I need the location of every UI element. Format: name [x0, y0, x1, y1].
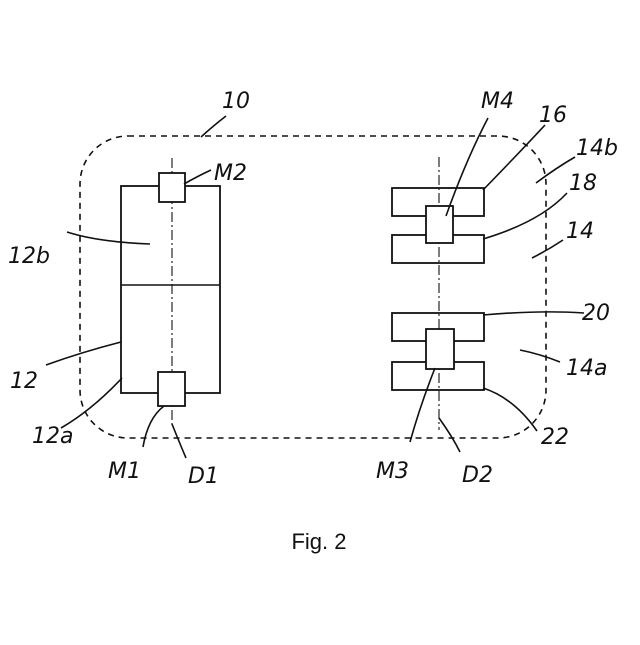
label-14: 14 — [566, 219, 594, 244]
figure-caption: Fig. 2 — [291, 529, 346, 554]
label-m4: M4 — [481, 89, 514, 114]
label-m1: M1 — [108, 459, 141, 484]
leader-16 — [483, 125, 545, 190]
label-20: 20 — [582, 301, 610, 326]
leader-d2 — [439, 418, 460, 452]
leader-d1 — [172, 424, 186, 458]
label-d2: D2 — [462, 463, 493, 488]
leader-12 — [46, 342, 121, 365]
label-m3: M3 — [376, 459, 409, 484]
label-d1: D1 — [188, 464, 219, 489]
label-12b: 12b — [8, 244, 50, 269]
magnet-m2 — [159, 173, 185, 202]
leader-m1 — [143, 406, 164, 447]
label-18: 18 — [569, 171, 597, 196]
label-m2: M2 — [214, 161, 247, 186]
label-14b: 14b — [576, 136, 618, 161]
label-22: 22 — [541, 425, 569, 450]
leader-m2 — [184, 170, 211, 184]
magnet-m1 — [158, 372, 185, 406]
label-12a: 12a — [32, 424, 73, 449]
magnet-m3 — [426, 329, 454, 369]
leader-14a — [520, 350, 560, 362]
leader-10 — [201, 116, 226, 137]
leader-20 — [483, 312, 584, 315]
leader-18 — [483, 193, 567, 239]
magnet-m4 — [426, 206, 453, 243]
label-10: 10 — [222, 89, 250, 114]
label-12: 12 — [10, 369, 38, 394]
left-module-12 — [121, 186, 220, 393]
label-16: 16 — [539, 103, 567, 128]
leader-14 — [532, 240, 563, 258]
leader-22 — [483, 388, 537, 431]
label-14a: 14a — [566, 356, 607, 381]
